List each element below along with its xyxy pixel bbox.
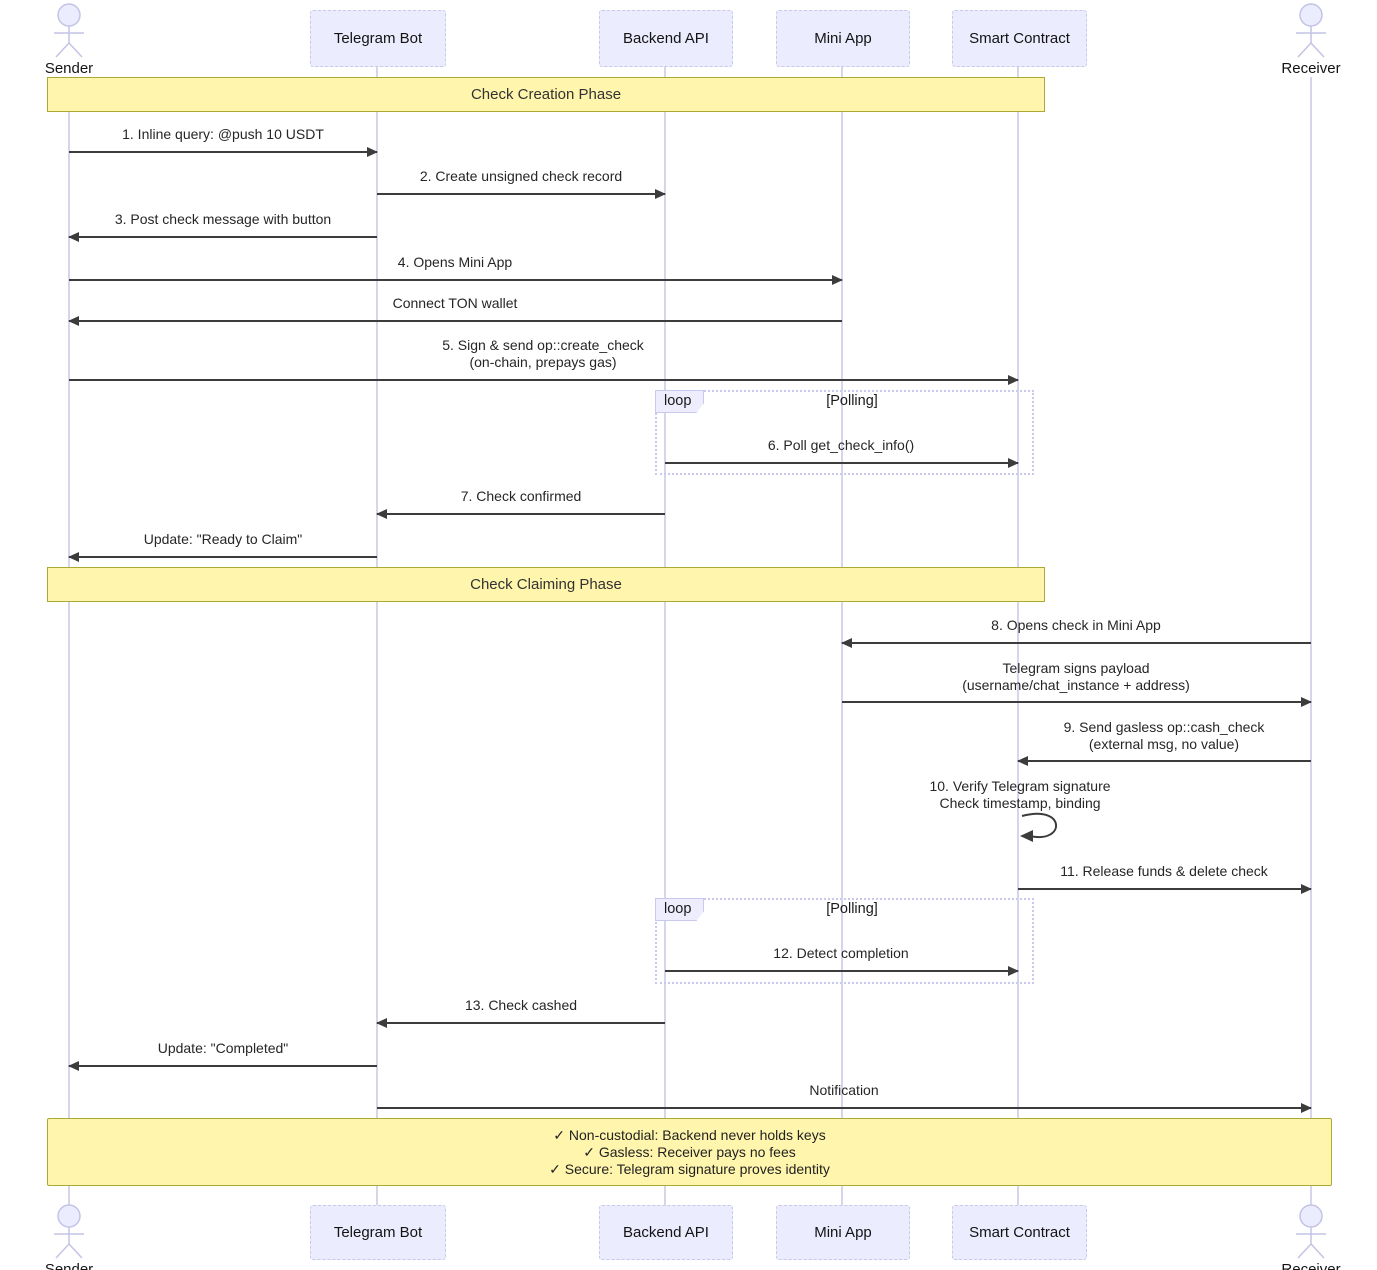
message-2-label: 2. Create unsigned check record — [419, 168, 623, 184]
message-ready-to-claim-arrow — [68, 552, 377, 562]
message-7-label: 7. Check confirmed — [460, 488, 582, 504]
message-signs-payload-label: Telegram signs payload(username/chat_ins… — [962, 660, 1190, 693]
participant-label: Smart Contract — [969, 30, 1070, 47]
participant-label: Sender — [44, 60, 94, 77]
participant-sender-top: Sender — [37, 2, 101, 77]
participant-label: Mini App — [814, 30, 872, 47]
participant-receiver-top: Receiver — [1279, 2, 1343, 77]
message-13-label: 13. Check cashed — [464, 997, 578, 1013]
message-11-label: 11. Release funds & delete check — [1060, 863, 1268, 879]
message-9-arrow — [1017, 756, 1311, 766]
message-13-arrow — [376, 1018, 665, 1028]
message-3-label: 3. Post check message with button — [114, 211, 332, 227]
message-5-label: 5. Sign & send op::create_check(on-chain… — [442, 337, 644, 370]
actor-icon — [1296, 3, 1326, 58]
note-line-2: ✓ Gasless: Receiver pays no fees — [583, 1143, 796, 1160]
participant-label: Telegram Bot — [333, 30, 423, 47]
loop-2-box — [655, 898, 1034, 984]
message-8-arrow — [841, 638, 1311, 648]
lifeline-sender — [68, 77, 70, 1205]
participant-label: Sender — [44, 1261, 94, 1270]
participant-label: Mini App — [814, 1224, 872, 1241]
section-title: Check Creation Phase — [470, 86, 622, 103]
message-completed-label: Update: "Completed" — [157, 1040, 289, 1056]
section-title: Check Claiming Phase — [470, 576, 622, 593]
message-11-arrow — [1018, 884, 1312, 894]
participant-label: Receiver — [1281, 1261, 1341, 1270]
message-3-arrow — [68, 232, 377, 242]
message-4-arrow — [69, 275, 843, 285]
lifeline-backend-api — [664, 65, 666, 1205]
participant-receiver-bottom: Receiver — [1279, 1203, 1343, 1270]
lifeline-receiver — [1310, 77, 1312, 1205]
loop-1-condition: [Polling] — [826, 393, 878, 409]
message-10-self-arrow — [1020, 812, 1057, 842]
message-6-label: 6. Poll get_check_info() — [767, 437, 915, 453]
participant-smart-contract-top: Smart Contract — [952, 10, 1087, 67]
section-band-creation: Check Creation Phase — [47, 77, 1045, 112]
message-7-arrow — [376, 509, 665, 519]
participant-backend-api-top: Backend API — [599, 10, 733, 67]
message-1-label: 1. Inline query: @push 10 USDT — [122, 126, 324, 142]
participant-label: Smart Contract — [969, 1224, 1070, 1241]
participant-backend-api-bottom: Backend API — [599, 1205, 733, 1260]
actor-icon — [54, 3, 84, 58]
participant-mini-app-top: Mini App — [776, 10, 910, 67]
lifeline-mini-app — [841, 65, 843, 1205]
participant-label: Backend API — [623, 30, 709, 47]
message-completed-arrow — [68, 1061, 377, 1071]
lifeline-telegram-bot — [376, 65, 378, 1205]
loop-1-label: loop — [655, 390, 705, 413]
lifeline-smart-contract — [1017, 65, 1019, 1205]
message-9-label: 9. Send gasless op::cash_check(external … — [1063, 719, 1265, 752]
message-12-arrow — [665, 966, 1019, 976]
message-8-label: 8. Opens check in Mini App — [991, 617, 1161, 633]
loop-1-box — [655, 390, 1034, 475]
message-4-label: 4. Opens Mini App — [397, 254, 513, 270]
message-6-arrow — [665, 458, 1019, 468]
message-connect-wallet-label: Connect TON wallet — [392, 295, 518, 311]
message-5-arrow — [69, 375, 1019, 385]
message-signs-payload-arrow — [842, 697, 1312, 707]
message-12-label: 12. Detect completion — [773, 945, 909, 961]
summary-note: ✓ Non-custodial: Backend never holds key… — [47, 1118, 1332, 1186]
message-notification-arrow — [377, 1103, 1312, 1113]
actor-icon — [54, 1204, 84, 1259]
participant-telegram-bot-bottom: Telegram Bot — [310, 1205, 446, 1260]
participant-label: Receiver — [1281, 60, 1341, 77]
loop-2-condition: [Polling] — [826, 901, 878, 917]
participant-smart-contract-bottom: Smart Contract — [952, 1205, 1087, 1260]
participant-sender-bottom: Sender — [37, 1203, 101, 1270]
message-ready-to-claim-label: Update: "Ready to Claim" — [143, 531, 303, 547]
note-line-3: ✓ Secure: Telegram signature proves iden… — [549, 1160, 830, 1177]
message-1-arrow — [69, 147, 378, 157]
section-band-claiming: Check Claiming Phase — [47, 567, 1045, 602]
participant-mini-app-bottom: Mini App — [776, 1205, 910, 1260]
loop-2-label: loop — [655, 898, 705, 921]
message-connect-wallet-arrow — [68, 316, 842, 326]
participant-label: Backend API — [623, 1224, 709, 1241]
message-notification-label: Notification — [809, 1082, 879, 1098]
participant-telegram-bot-top: Telegram Bot — [310, 10, 446, 67]
message-2-arrow — [377, 189, 666, 199]
participant-label: Telegram Bot — [333, 1224, 423, 1241]
actor-icon — [1296, 1204, 1326, 1259]
note-line-1: ✓ Non-custodial: Backend never holds key… — [553, 1126, 826, 1143]
